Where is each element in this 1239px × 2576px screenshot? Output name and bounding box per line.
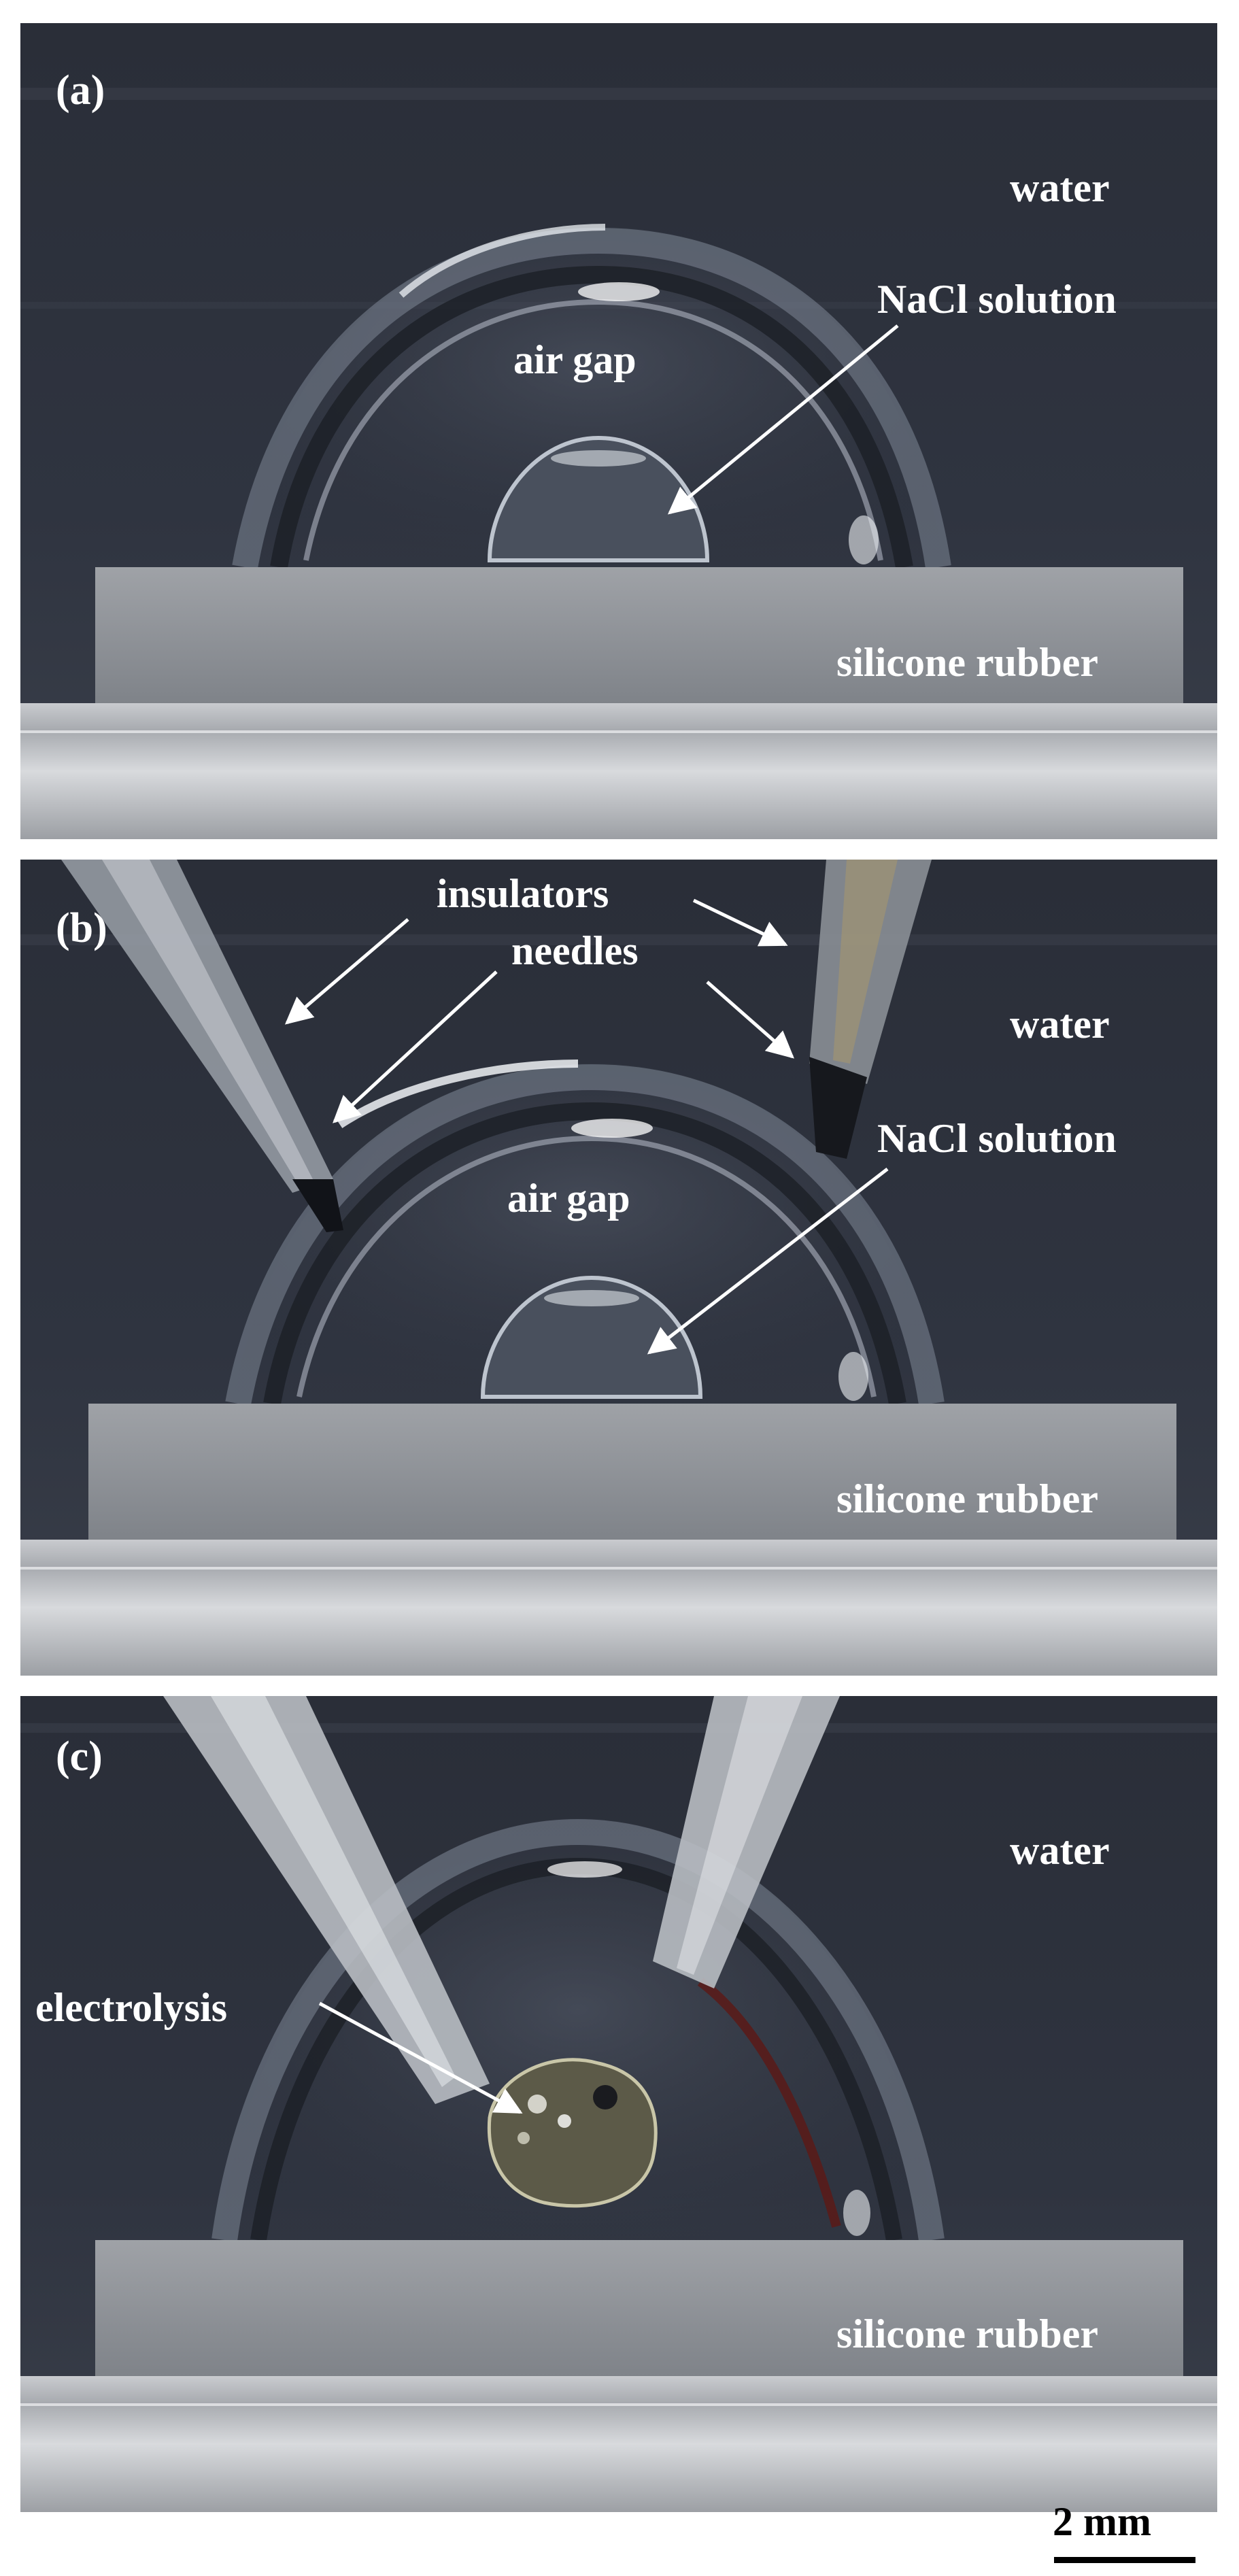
panel-b-water-label: water — [1010, 1002, 1110, 1047]
panel-c-water-label: water — [1010, 1828, 1110, 1873]
panel-b-air-gap-label: air gap — [507, 1176, 630, 1221]
panel-c-electrolysis-label: electrolysis — [35, 1985, 228, 2030]
panel-a-photo — [20, 23, 1217, 839]
panel-c: (c) water electrolysis silicone rubber — [20, 1696, 1217, 2512]
panel-c-photo — [20, 1696, 1217, 2512]
panel-b-insulators-label: insulators — [437, 871, 609, 916]
panel-a-silicone-label: silicone rubber — [836, 640, 1098, 685]
scale-bar — [1054, 2557, 1195, 2563]
panel-b-photo — [20, 860, 1217, 1676]
panel-a: (a) water NaCl solution air gap silicone… — [20, 23, 1217, 839]
panel-a-nacl-label: NaCl solution — [877, 277, 1117, 322]
panel-a-letter: (a) — [56, 67, 105, 114]
panel-c-letter: (c) — [56, 1733, 103, 1780]
panel-c-silicone-label: silicone rubber — [836, 2311, 1098, 2356]
scale-bar-label: 2 mm — [1053, 2499, 1151, 2544]
panel-b-silicone-label: silicone rubber — [836, 1476, 1098, 1521]
panel-a-air-gap-label: air gap — [513, 337, 637, 382]
panel-a-water-label: water — [1010, 165, 1110, 210]
panel-b: (b) insulators needles water NaCl soluti… — [20, 860, 1217, 1676]
panel-b-needles-label: needles — [511, 928, 639, 973]
panel-b-letter: (b) — [56, 905, 107, 951]
panel-b-nacl-label: NaCl solution — [877, 1116, 1117, 1161]
